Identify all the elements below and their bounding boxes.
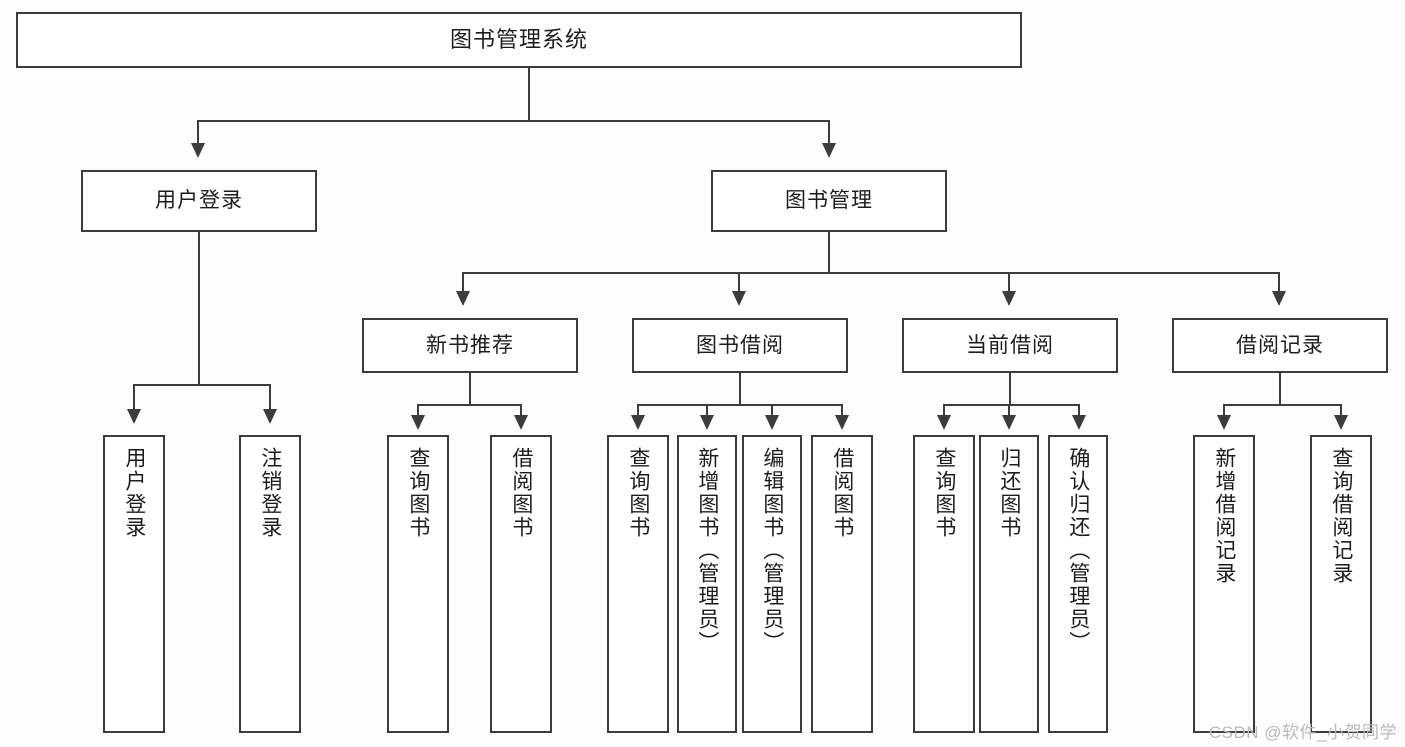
leaf-label: 查询借阅记录: [1329, 447, 1353, 585]
connector-to-current-borrow: [1008, 272, 1010, 293]
connector-user-login-bus: [134, 384, 270, 386]
node-label: 借阅记录: [1236, 333, 1324, 357]
leaf-new-book-borrow[interactable]: 借阅图书: [490, 435, 552, 733]
leaf-new-book-query[interactable]: 查询图书: [387, 435, 449, 733]
connector-current-borrow-bus: [944, 404, 1079, 406]
node-label: 图书借阅: [696, 333, 784, 357]
node-book-borrow[interactable]: 图书借阅: [632, 318, 848, 373]
leaf-borrow-record-add[interactable]: 新增借阅记录: [1193, 435, 1255, 733]
connector-borrow-record-drop-1: [1223, 404, 1225, 417]
connector-current-borrow-drop-1: [943, 404, 945, 417]
connector-new-book-stem: [469, 373, 471, 404]
leaf-label: 借阅图书: [509, 447, 533, 539]
connector-level3-bus: [463, 272, 1280, 274]
arrowhead-book-borrow-leaf-2: [700, 415, 714, 430]
node-book-management[interactable]: 图书管理: [711, 170, 947, 232]
connector-to-new-book: [462, 272, 464, 293]
leaf-user-login-logout[interactable]: 注销登录: [239, 435, 301, 733]
arrowhead-borrow-record-leaf-2: [1334, 415, 1348, 430]
connector-to-borrow-record: [1278, 272, 1280, 293]
leaf-book-borrow-borrow[interactable]: 借阅图书: [811, 435, 873, 733]
arrowhead-new-book-leaf-1: [411, 415, 425, 430]
leaf-label: 新增图书（管理员）: [695, 447, 719, 654]
node-label: 图书管理: [785, 189, 873, 213]
connector-borrow-record-drop-2: [1340, 404, 1342, 417]
leaf-user-login-login[interactable]: 用户登录: [103, 435, 165, 733]
arrowhead-to-borrow-record: [1272, 291, 1286, 306]
connector-root-to-book-manage: [828, 120, 830, 145]
leaf-book-borrow-query[interactable]: 查询图书: [607, 435, 669, 733]
leaf-borrow-record-query[interactable]: 查询借阅记录: [1310, 435, 1372, 733]
connector-book-borrow-bus: [638, 404, 842, 406]
connector-book-borrow-stem: [739, 373, 741, 404]
arrowhead-current-borrow-leaf-3: [1072, 415, 1086, 430]
leaf-current-borrow-query[interactable]: 查询图书: [913, 435, 975, 733]
node-user-login[interactable]: 用户登录: [81, 170, 317, 232]
connector-current-borrow-stem: [1009, 373, 1011, 404]
connector-book-borrow-drop-4: [841, 404, 843, 417]
arrowhead-book-borrow-leaf-4: [835, 415, 849, 430]
leaf-label: 编辑图书（管理员）: [760, 447, 784, 654]
leaf-book-borrow-edit[interactable]: 编辑图书（管理员）: [742, 435, 802, 733]
connector-current-borrow-drop-2: [1008, 404, 1010, 417]
connector-user-login-drop-1: [133, 384, 135, 411]
connector-borrow-record-bus: [1224, 404, 1341, 406]
connector-book-manage-stem: [828, 232, 830, 272]
connector-new-book-drop-2: [520, 404, 522, 417]
arrowhead-to-book-borrow: [732, 291, 746, 306]
connector-to-book-borrow: [738, 272, 740, 293]
leaf-label: 注销登录: [258, 447, 282, 539]
leaf-label: 确认归还（管理员）: [1066, 447, 1090, 654]
leaf-label: 查询图书: [626, 447, 650, 539]
arrowhead-book-borrow-leaf-3: [765, 415, 779, 430]
leaf-label: 归还图书: [997, 447, 1021, 539]
connector-book-borrow-drop-1: [637, 404, 639, 417]
arrowhead-borrow-record-leaf-1: [1217, 415, 1231, 430]
node-label: 图书管理系统: [449, 26, 588, 52]
connector-new-book-drop-1: [417, 404, 419, 417]
arrowhead-to-new-book: [456, 291, 470, 306]
connector-new-book-bus: [418, 404, 521, 406]
leaf-label: 查询图书: [932, 447, 956, 539]
leaf-current-borrow-confirm[interactable]: 确认归还（管理员）: [1048, 435, 1108, 733]
arrowhead-to-current-borrow: [1002, 291, 1016, 306]
arrowhead-root-to-book-manage: [822, 143, 836, 158]
arrowhead-user-login-leaf-2: [263, 409, 277, 424]
node-label: 用户登录: [155, 189, 243, 213]
arrowhead-current-borrow-leaf-2: [1002, 415, 1016, 430]
node-new-book-recommend[interactable]: 新书推荐: [362, 318, 578, 373]
connector-root-bus: [198, 120, 830, 122]
connector-book-borrow-drop-2: [706, 404, 708, 417]
leaf-label: 用户登录: [122, 447, 146, 539]
connector-root-to-user-login: [197, 120, 199, 145]
arrowhead-book-borrow-leaf-1: [631, 415, 645, 430]
arrowhead-root-to-user-login: [191, 143, 205, 158]
leaf-label: 查询图书: [406, 447, 430, 539]
arrowhead-new-book-leaf-2: [514, 415, 528, 430]
node-label: 当前借阅: [966, 333, 1054, 357]
leaf-label: 借阅图书: [830, 447, 854, 539]
arrowhead-user-login-leaf-1: [127, 409, 141, 424]
connector-current-borrow-drop-3: [1078, 404, 1080, 417]
csdn-watermark: CSDN @软件_小贺同学: [1208, 723, 1397, 742]
node-root-system[interactable]: 图书管理系统: [16, 12, 1022, 68]
connector-root-stem: [528, 68, 530, 120]
connector-user-login-drop-2: [269, 384, 271, 411]
connector-borrow-record-stem: [1279, 373, 1281, 404]
leaf-label: 新增借阅记录: [1212, 447, 1236, 585]
leaf-book-borrow-add[interactable]: 新增图书（管理员）: [677, 435, 737, 733]
arrowhead-current-borrow-leaf-1: [937, 415, 951, 430]
connector-user-login-stem: [198, 232, 200, 384]
node-label: 新书推荐: [426, 333, 514, 357]
leaf-current-borrow-return[interactable]: 归还图书: [979, 435, 1039, 733]
node-current-borrow[interactable]: 当前借阅: [902, 318, 1118, 373]
connector-book-borrow-drop-3: [771, 404, 773, 417]
node-borrow-record[interactable]: 借阅记录: [1172, 318, 1388, 373]
